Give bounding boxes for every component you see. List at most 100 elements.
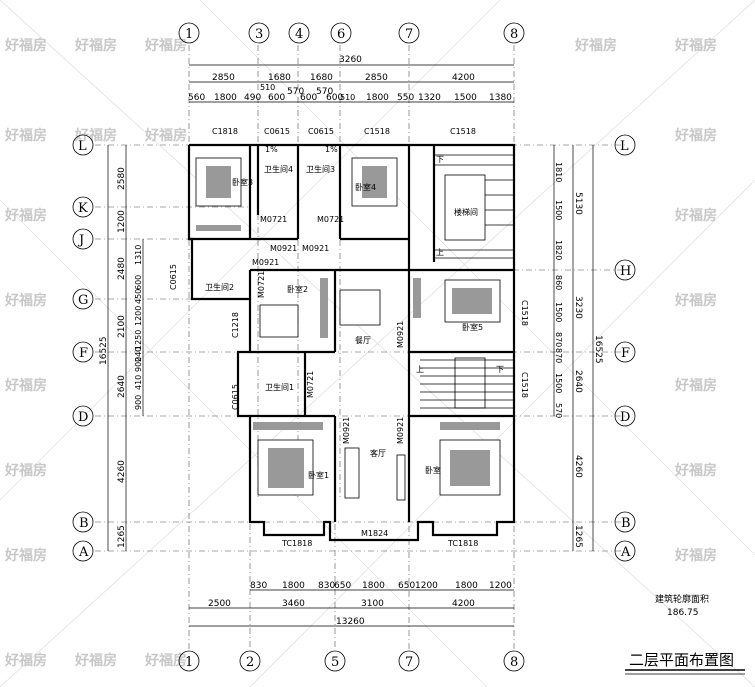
room-label: 卧室1 — [308, 470, 329, 480]
axis-label: 6 — [337, 27, 345, 42]
dim-text: 2100 — [117, 315, 127, 338]
dim-text: 1800 — [362, 581, 385, 591]
dim-text: 650 — [334, 581, 351, 591]
window-tag: C0615 — [169, 264, 178, 290]
area-value: 186.75 — [667, 608, 699, 618]
door-tag: M0921 — [396, 417, 405, 444]
stair-label: 上 — [436, 248, 444, 257]
watermark-text: 好福房 — [4, 207, 47, 224]
watermark-text: 好福房 — [74, 652, 117, 669]
dim-text: 900 — [134, 395, 143, 410]
dim-text: 1380 — [489, 93, 512, 103]
room-label: 卧室3 — [232, 177, 253, 187]
axis-label: J — [77, 233, 84, 248]
watermark-text: 好福房 — [144, 652, 187, 669]
window-tag: C1518 — [520, 372, 529, 398]
dim-text: 4200 — [452, 599, 475, 609]
window-tag: C1218 — [231, 312, 240, 338]
axis-label: B — [79, 516, 89, 531]
room-label: 卧室4 — [355, 182, 376, 192]
axis-bubbles-left: L K J G F D B A — [72, 134, 94, 562]
door-tag: M0921 — [302, 244, 329, 253]
dim-text: 2640 — [573, 370, 583, 393]
bottom-dimensions: 830 1800 830 650 1800 650 1200 1800 1200… — [189, 581, 514, 627]
dim-text: 510 — [340, 93, 355, 102]
axis-label: F — [79, 346, 88, 361]
watermark-text: 好福房 — [674, 127, 717, 144]
axis-label: K — [78, 201, 88, 216]
dim-text: 570 — [554, 403, 563, 418]
door-tag: M0721 — [306, 371, 315, 398]
watermark-text: 好福房 — [4, 547, 47, 564]
window-tag: C0615 — [308, 127, 334, 136]
dim-text: 1680 — [268, 73, 291, 83]
window-tag: C1518 — [520, 300, 529, 326]
dim-text: 3100 — [361, 599, 384, 609]
dim-text: 410 — [134, 375, 143, 390]
window-tag: C1518 — [450, 127, 476, 136]
door-tag: M0921 — [252, 258, 279, 267]
watermark: 好福房 好福房 好福房 好福房 好福房 好福房 好福房 好福房 好福房 好福房 … — [4, 37, 717, 669]
axis-label: 8 — [510, 655, 518, 670]
area-label: 建筑轮廓面积 — [655, 593, 709, 605]
dim-text: 490 — [244, 93, 261, 103]
dim-text: 1310 — [134, 245, 143, 265]
axis-label: L — [78, 139, 87, 154]
axis-label: 5 — [331, 655, 339, 670]
watermark-text: 好福房 — [4, 462, 47, 479]
dim-text: 560 — [188, 93, 205, 103]
window-tag: M1824 — [361, 529, 388, 538]
dim-text: 1500 — [454, 93, 477, 103]
room-label: 卧室 — [425, 465, 441, 475]
watermark-text: 好福房 — [144, 37, 187, 54]
dim-text: 2580 — [117, 167, 127, 190]
dim-text: 240 — [134, 347, 143, 362]
dim-text: 1200 — [489, 581, 512, 591]
area-note: 建筑轮廓面积 186.75 — [655, 593, 709, 618]
axis-label: H — [620, 264, 631, 279]
dim-text: 16525 — [99, 336, 109, 365]
dim-text: 1250 — [134, 330, 143, 350]
watermark-text: 好福房 — [674, 547, 717, 564]
axis-label: D — [78, 410, 88, 425]
slope-label: 1% — [325, 145, 338, 154]
dim-text: 870 — [554, 332, 563, 347]
dim-text: 550 — [397, 93, 414, 103]
watermark-text: 好福房 — [674, 462, 717, 479]
room-label: 楼梯间 — [454, 207, 478, 217]
axis-bubbles-bottom: 1 2 5 7 8 — [178, 650, 525, 672]
left-dimensions: 16525 2580 1200 2480 2100 2640 4260 1265… — [99, 145, 144, 551]
furniture — [195, 157, 501, 501]
dim-text: 2850 — [365, 73, 388, 83]
dim-text: 600 — [268, 93, 285, 103]
watermark-text: 好福房 — [4, 652, 47, 669]
walls — [187, 143, 516, 542]
stair-label: 下 — [436, 155, 444, 164]
room-label: 卫生间3 — [306, 164, 335, 174]
dim-text: 3460 — [282, 599, 305, 609]
dim-text: 2850 — [212, 73, 235, 83]
dim-text: 870 — [554, 348, 563, 363]
axis-label: A — [620, 545, 631, 560]
dim-text: 4260 — [117, 460, 127, 483]
dim-text: 1200 — [134, 306, 143, 326]
dim-text: 450 — [134, 289, 143, 304]
dim-text: 2500 — [208, 599, 231, 609]
watermark-text: 好福房 — [674, 292, 717, 309]
axis-bubbles-top: 1 3 4 6 7 8 — [178, 22, 525, 44]
dim-text: 600 — [300, 93, 317, 103]
door-tag: M0721 — [317, 215, 344, 224]
dim-text: 1800 — [214, 93, 237, 103]
dim-text: 3230 — [573, 296, 583, 319]
watermark-text: 好福房 — [4, 127, 47, 144]
axis-label: D — [620, 410, 630, 425]
window-tag: C1818 — [212, 127, 238, 136]
axis-label: F — [621, 346, 630, 361]
watermark-text: 好福房 — [674, 207, 717, 224]
window-tag: C1518 — [364, 127, 390, 136]
watermark-text: 好福房 — [74, 127, 117, 144]
door-tag: M0921 — [396, 321, 405, 348]
watermark-text: 好福房 — [4, 377, 47, 394]
dim-text: 860 — [554, 275, 563, 290]
